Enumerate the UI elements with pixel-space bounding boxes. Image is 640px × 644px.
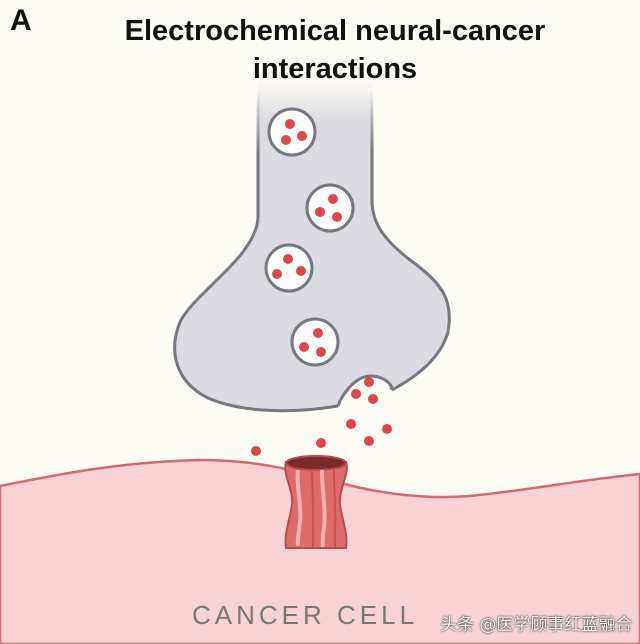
synaptic-vesicle	[267, 107, 317, 157]
neurotransmitter-cluster	[251, 377, 392, 456]
neurotransmitter	[316, 438, 326, 448]
neurotransmitter	[346, 419, 356, 429]
title-line-1: Electrochemical neural-cancer	[124, 15, 546, 47]
cancer-cell-label: CANCER CELL	[192, 600, 419, 630]
neurotransmitter	[382, 424, 392, 434]
neurotransmitter	[368, 394, 378, 404]
ion-channel-receptor	[284, 455, 348, 549]
title-line-2: interactions	[252, 53, 418, 85]
neurotransmitter	[351, 389, 361, 399]
figure-title: Electrochemical neural-cancer interactio…	[50, 12, 620, 88]
neuron-axon-terminal	[173, 80, 451, 413]
neurotransmitter	[364, 377, 374, 387]
synaptic-vesicle	[264, 243, 314, 293]
neurotransmitter	[364, 436, 374, 446]
neurotransmitter	[251, 446, 261, 456]
synaptic-vesicle	[305, 183, 355, 233]
watermark: 头条 @医学顾事红蓝融合	[440, 615, 633, 635]
synaptic-vesicle	[290, 317, 340, 367]
panel-letter: A	[10, 4, 32, 37]
